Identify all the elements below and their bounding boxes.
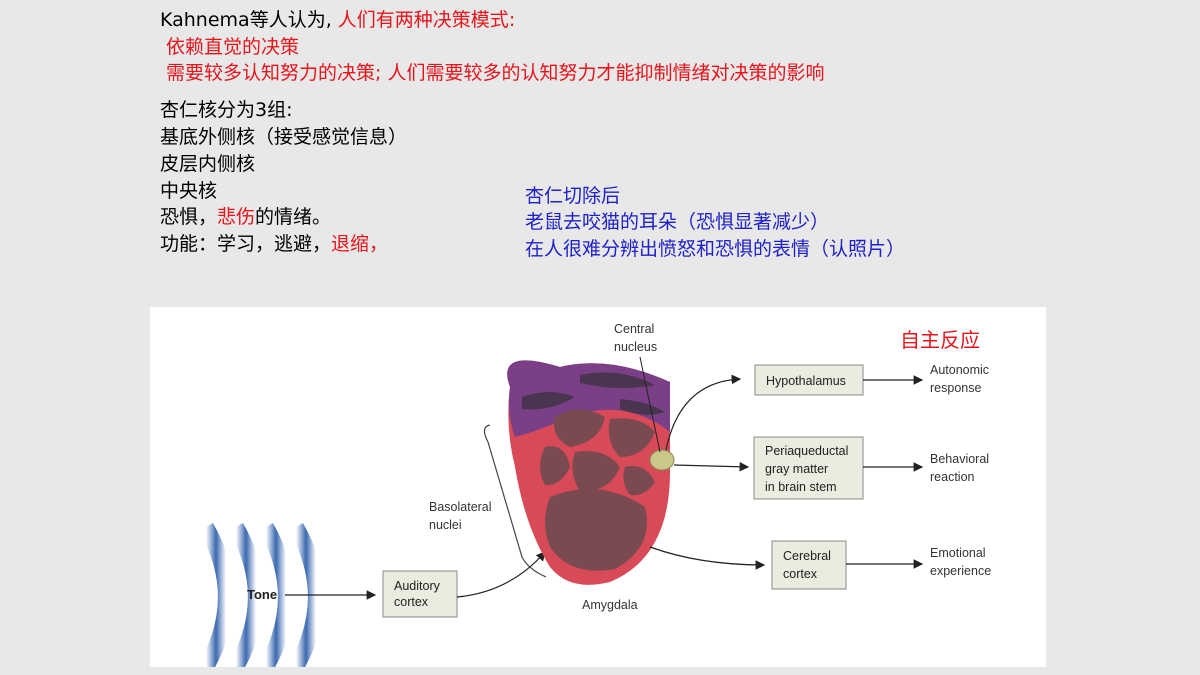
amygdala-diagram: Tone Auditory cortex Central nucleus Bas… <box>199 322 991 667</box>
autonomic-cn-label: 自主反应 <box>900 328 980 352</box>
autonomic-label-2: response <box>930 381 981 395</box>
emotional-label-2: experience <box>930 564 991 578</box>
autonomic-label-1: Autonomic <box>930 363 989 377</box>
line-central: 中央核 <box>160 180 218 202</box>
line-amygdalectomy: 杏仁切除后 <box>525 185 621 207</box>
text-groups-colon: : <box>286 99 293 121</box>
arrow-to-periaqueductal <box>673 461 750 472</box>
text-two-modes: 人们有两种决策模式 <box>337 9 509 31</box>
text-emotion-end: 的情绪。 <box>255 206 332 228</box>
basolateral-label-2: nuclei <box>429 518 462 532</box>
text-comma: , <box>325 9 338 31</box>
arrow-to-cerebral <box>649 546 766 570</box>
line-function: 功能：学习，逃避，退缩， <box>160 232 388 256</box>
text-withdraw: 退缩， <box>331 233 389 255</box>
tone-waves <box>199 523 324 667</box>
line-emotions: 恐惧，悲伤的情绪。 <box>160 205 331 229</box>
line-intuitive: 依赖直觉的决策 <box>166 36 300 58</box>
hypothalamus-box <box>754 364 864 396</box>
central-label-1: Central <box>614 322 654 336</box>
basolateral-brace <box>483 424 547 578</box>
text-semicolon: ; <box>375 62 388 84</box>
text-fear: 恐惧， <box>160 206 218 228</box>
line-human: 在人很难分辨出愤怒和恐惧的表情（认照片） <box>525 238 906 260</box>
auditory-label-2: cortex <box>394 595 429 609</box>
arrow-auditory-amygdala <box>456 551 546 598</box>
line-corticomedial: 皮层内侧核 <box>160 153 256 175</box>
line-kahnema: Kahnema等人认为, 人们有两种决策模式: <box>160 8 515 32</box>
basolateral-label-1: Basolateral <box>429 500 492 514</box>
periaqueductal-box <box>753 436 864 500</box>
hypothalamus-label: Hypothalamus <box>766 374 846 388</box>
auditory-cortex-box <box>382 570 458 618</box>
text-groups: 杏仁核分为3组 <box>160 99 287 121</box>
amygdala-shape <box>507 360 675 585</box>
text-function: 功能：学习，逃避， <box>160 233 332 255</box>
cerebral-label-1: Cerebral <box>783 549 831 563</box>
line-groups: 杏仁核分为3组: <box>160 98 293 122</box>
emotional-label-1: Emotional <box>930 546 986 560</box>
amygdala-figure: Tone Auditory cortex Central nucleus Bas… <box>150 307 1046 667</box>
peri-label-2: gray matter <box>765 462 828 476</box>
amygdala-label: Amygdala <box>582 598 638 612</box>
cerebral-cortex-box <box>771 540 847 590</box>
behavioral-label-1: Behavioral <box>930 452 989 466</box>
peri-label-3: in brain stem <box>765 480 837 494</box>
text-colon: : <box>508 9 516 31</box>
arrow-to-hypothalamus <box>665 374 742 451</box>
tone-label: Tone <box>247 587 277 602</box>
peri-label-1: Periaqueductal <box>765 444 848 458</box>
text-effortful: 需要较多认知努力的决策 <box>166 62 376 84</box>
cerebral-label-2: cortex <box>783 567 818 581</box>
text-suppress: 人们需要较多的认知努力才能抑制情绪对决策的影响 <box>387 62 825 84</box>
line-basolateral: 基底外侧核（接受感觉信息） <box>160 126 408 148</box>
central-label-2: nucleus <box>614 340 657 354</box>
line-effortful: 需要较多认知努力的决策; 人们需要较多的认知努力才能抑制情绪对决策的影响 <box>166 61 824 85</box>
central-pointer <box>639 356 661 453</box>
auditory-label-1: Auditory <box>394 579 441 593</box>
text-kahnema: Kahnema等人认为 <box>160 9 326 31</box>
behavioral-label-2: reaction <box>930 470 975 484</box>
text-sadness: 悲伤 <box>217 206 256 228</box>
line-rat: 老鼠去咬猫的耳朵（恐惧显著减少） <box>525 211 830 233</box>
